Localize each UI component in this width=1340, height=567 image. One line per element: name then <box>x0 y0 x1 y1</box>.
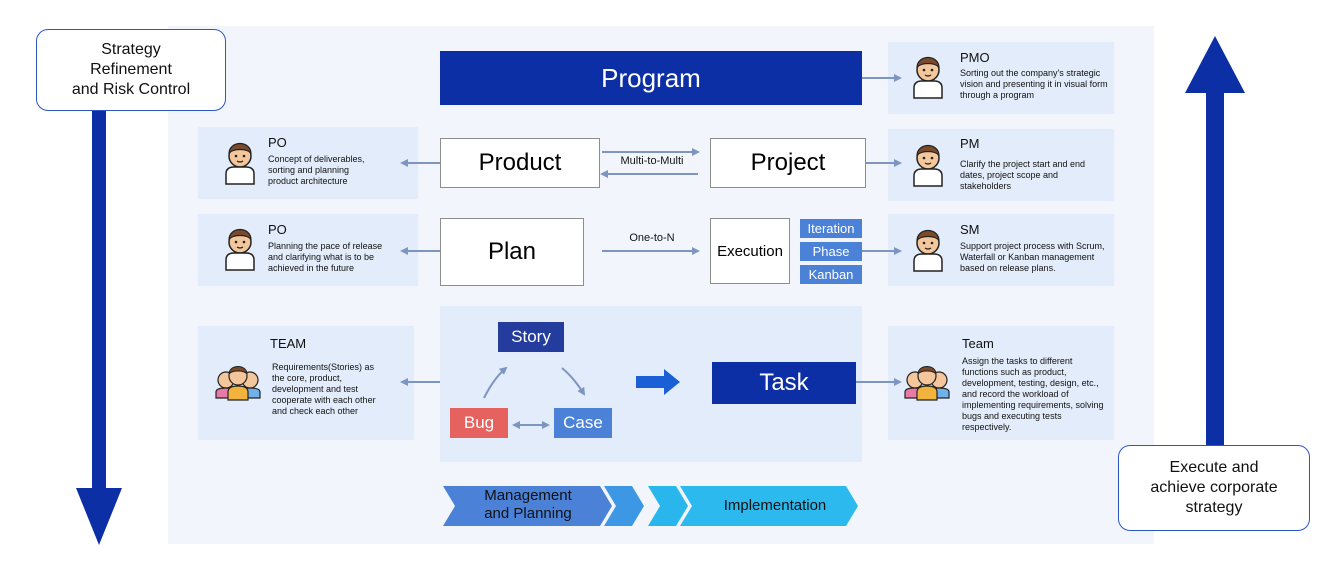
down-arrow-icon <box>76 110 122 545</box>
pm-avatar-icon <box>913 144 943 187</box>
stage-chevron-2 <box>604 486 644 526</box>
po-product-title: PO <box>268 135 287 150</box>
team-right-title: Team <box>962 336 994 351</box>
multi-to-multi-label: Multi-to-Multi <box>620 155 684 167</box>
task-box: Task <box>712 362 856 404</box>
pmo-avatar-icon <box>913 56 943 99</box>
team-left-avatar-icon <box>215 365 261 401</box>
team-left-title: TEAM <box>270 336 307 351</box>
management-planning-label: Management and Planning <box>484 487 572 522</box>
story-box: Story <box>498 322 564 352</box>
pmo-desc: Sorting out the company's strategic visi… <box>960 68 1108 100</box>
pm-title: PM <box>960 136 980 151</box>
pmo-title: PMO <box>960 50 990 65</box>
plan-box: Plan <box>440 218 584 286</box>
right-arrow-icon <box>636 369 680 395</box>
kanban-tag: Kanban <box>800 265 862 284</box>
sm-avatar-icon <box>913 229 943 272</box>
po-product-avatar-icon <box>225 142 255 185</box>
po-plan-avatar-icon <box>225 228 255 271</box>
project-box: Project <box>710 138 866 188</box>
stage-management-chevron <box>443 486 612 526</box>
po-plan-title: PO <box>268 222 287 237</box>
phase-tag: Phase <box>800 242 862 261</box>
stage-chevron-3 <box>648 486 688 526</box>
po-plan-desc: Planning the pace of release and clarify… <box>268 241 383 273</box>
sm-title: SM <box>960 222 980 237</box>
team-right-avatar-icon <box>904 365 950 401</box>
implementation-label: Implementation <box>723 497 827 514</box>
iteration-tag: Iteration <box>800 219 862 238</box>
one-to-n-label: One-to-N <box>629 232 675 244</box>
product-box: Product <box>440 138 600 188</box>
sm-desc: Support project process with Scrum, Wate… <box>960 241 1105 273</box>
execute-strategy-box: Execute and achieve corporate strategy <box>1118 445 1310 531</box>
bug-box: Bug <box>450 408 508 438</box>
stage-implementation-chevron <box>680 486 858 526</box>
program-box: Program <box>440 51 862 105</box>
strategy-refinement-box: Strategy Refinement and Risk Control <box>36 29 226 111</box>
pm-desc: Clarify the project start and end dates,… <box>960 159 1086 191</box>
team-right-desc: Assign the tasks to different functions … <box>962 356 1104 432</box>
execution-box: Execution <box>710 218 790 284</box>
team-left-desc: Requirements(Stories) as the core, produ… <box>272 362 376 416</box>
case-box: Case <box>554 408 612 438</box>
po-product-desc: Concept of deliverables, sorting and pla… <box>268 154 365 186</box>
up-arrow-icon <box>1185 36 1245 445</box>
